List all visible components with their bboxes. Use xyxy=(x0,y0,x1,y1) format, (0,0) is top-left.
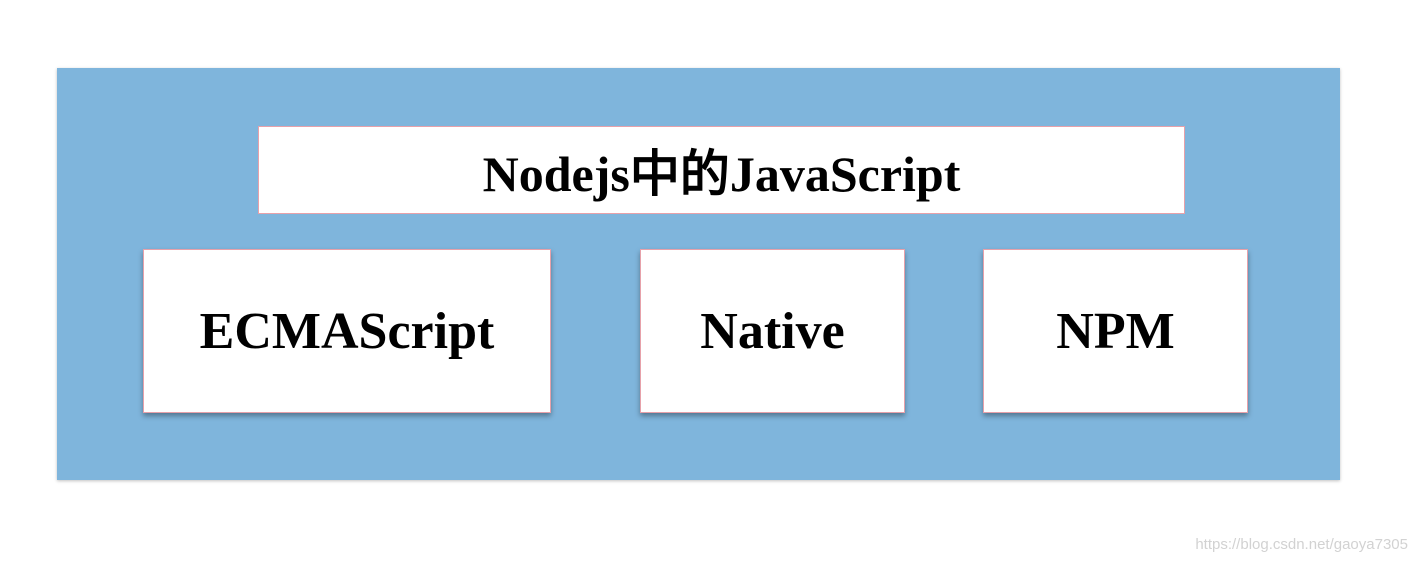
component-box-npm: NPM xyxy=(983,249,1248,413)
watermark: https://blog.csdn.net/gaoya7305 xyxy=(1195,536,1408,553)
component-box-ecmascript: ECMAScript xyxy=(143,249,551,413)
component-label: ECMAScript xyxy=(199,302,495,360)
diagram-title-box: Nodejs中的JavaScript xyxy=(258,126,1185,214)
diagram-title: Nodejs中的JavaScript xyxy=(482,146,961,202)
component-label: NPM xyxy=(1056,302,1175,360)
component-box-native: Native xyxy=(640,249,905,413)
component-label: Native xyxy=(700,302,845,360)
